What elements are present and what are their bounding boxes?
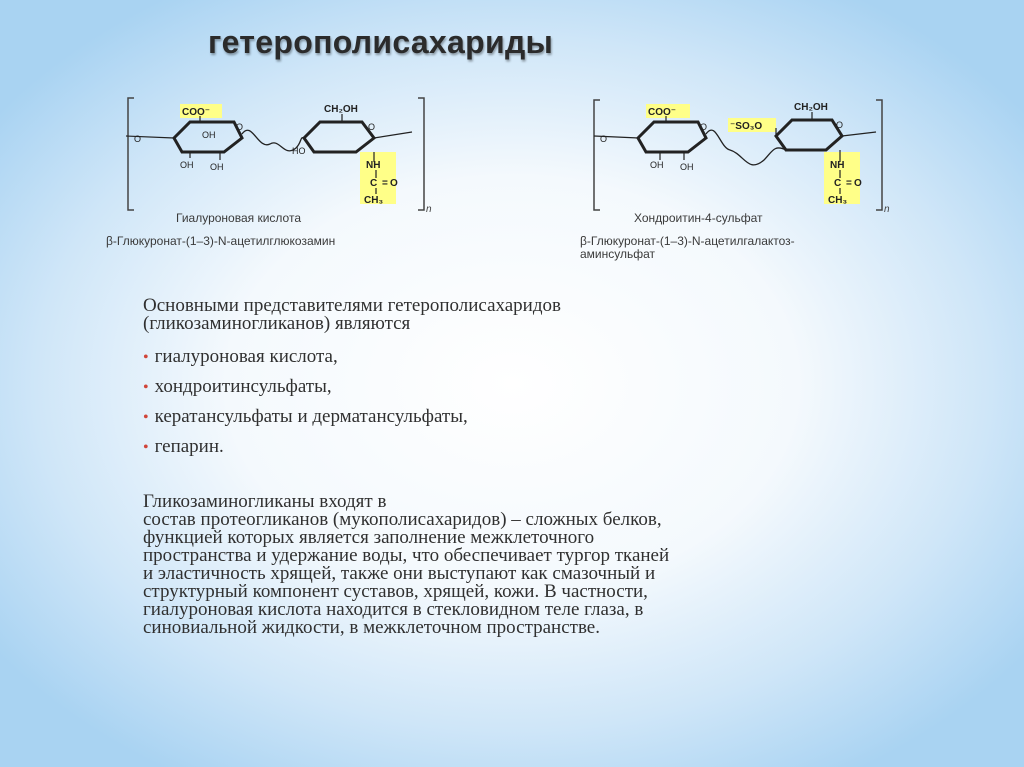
svg-text:O: O — [134, 134, 141, 144]
slide-title: гетерополисахариды — [208, 24, 554, 60]
svg-text:=: = — [382, 178, 388, 189]
svg-text:n: n — [884, 204, 890, 215]
bullet-icon: • — [143, 439, 149, 456]
intro-line: (гликозаминогликанов) являются — [143, 313, 411, 334]
bullet-icon: • — [143, 409, 149, 426]
bullet-icon: • — [143, 379, 149, 396]
svg-text:O: O — [854, 178, 862, 189]
list-item: • хондроитинсульфаты, — [143, 372, 468, 402]
svg-text:OH: OH — [210, 162, 224, 172]
heteropolysaccharide-list: • гиалуроновая кислота, • хондроитинсульфа… — [143, 342, 468, 462]
list-item-text: гиалуроновая кислота, — [154, 346, 338, 367]
list-item-text: кератансульфаты и дерматансульфаты, — [154, 406, 468, 427]
paragraph-line: синовиальной жидкости, в межклеточном пр… — [143, 617, 600, 638]
svg-text:NH: NH — [830, 160, 844, 171]
intro-line: Основными представителями гетерополисаха… — [143, 295, 561, 316]
svg-text:CH₃: CH₃ — [828, 195, 847, 206]
svg-text:O: O — [368, 122, 375, 132]
chondroitin-sulfate-name: Хондроитин-4-сульфат — [634, 211, 763, 225]
paragraph-line: и эластичность хрящей, также они выступа… — [143, 563, 656, 584]
list-item: • гиалуроновая кислота, — [143, 342, 468, 372]
svg-text:HO: HO — [292, 146, 306, 156]
list-item: • гепарин. — [143, 432, 468, 462]
chondroitin-sulfate-subtitle-line-1: β-Глюкуронат-(1–3)-N-ацетилгалактоз- — [580, 234, 795, 248]
hyaluronic-acid-name: Гиалуроновая кислота — [176, 211, 301, 225]
svg-text:O: O — [600, 134, 607, 144]
hyaluronic-acid-subtitle: β-Глюкуронат-(1–3)-N-ацетилглюкозамин — [106, 234, 336, 248]
gag-paragraph: Гликозаминогликаны входят в состав проте… — [143, 491, 903, 638]
svg-text:O: O — [390, 178, 398, 189]
paragraph-line: структурный компонент суставов, хрящей, … — [143, 581, 648, 602]
svg-text:COO⁻: COO⁻ — [182, 107, 210, 118]
paragraph-line: состав протеогликанов (мукополисахаридов… — [143, 509, 662, 530]
svg-text:O: O — [836, 120, 843, 130]
list-item: • кератансульфаты и дерматансульфаты, — [143, 402, 468, 432]
svg-text:C: C — [370, 178, 377, 189]
svg-text:NH: NH — [366, 160, 380, 171]
svg-text:n: n — [426, 204, 432, 215]
svg-text:CH₃: CH₃ — [364, 195, 383, 206]
svg-text:OH: OH — [202, 130, 216, 140]
svg-text:OH: OH — [650, 160, 664, 170]
svg-text:=: = — [846, 178, 852, 189]
bullet-icon: • — [143, 349, 149, 366]
svg-text:C: C — [834, 178, 841, 189]
intro-text: Основными представителями гетерополисаха… — [143, 295, 783, 334]
svg-text:CH₂OH: CH₂OH — [794, 102, 828, 113]
list-item-text: хондроитинсульфаты, — [154, 376, 332, 397]
svg-text:⁻SO₃O: ⁻SO₃O — [730, 121, 762, 132]
list-item-text: гепарин. — [154, 436, 224, 457]
svg-text:OH: OH — [680, 162, 694, 172]
svg-text:CH₂OH: CH₂OH — [324, 104, 358, 115]
svg-text:O: O — [236, 122, 243, 132]
chondroitin-sulfate-subtitle-line-2: аминсульфат — [580, 247, 656, 261]
svg-text:O: O — [700, 122, 707, 132]
chondroitin-sulfate-structure: n O O O COO⁻ CH₂OH ⁻SO₃O OH OH NH C = O … — [580, 90, 910, 265]
paragraph-line: функцией которых является заполнение меж… — [143, 527, 595, 548]
paragraph-line: Гликозаминогликаны входят в — [143, 491, 387, 512]
svg-text:OH: OH — [180, 160, 194, 170]
hyaluronic-acid-structure: n O O O COO⁻ CH₂OH OH OH OH HO NH C = O — [112, 90, 452, 260]
paragraph-line: пространства и удержание воды, что обесп… — [143, 545, 670, 566]
paragraph-line: гиалуроновая кислота находится в стеклов… — [143, 599, 644, 620]
svg-text:COO⁻: COO⁻ — [648, 107, 676, 118]
